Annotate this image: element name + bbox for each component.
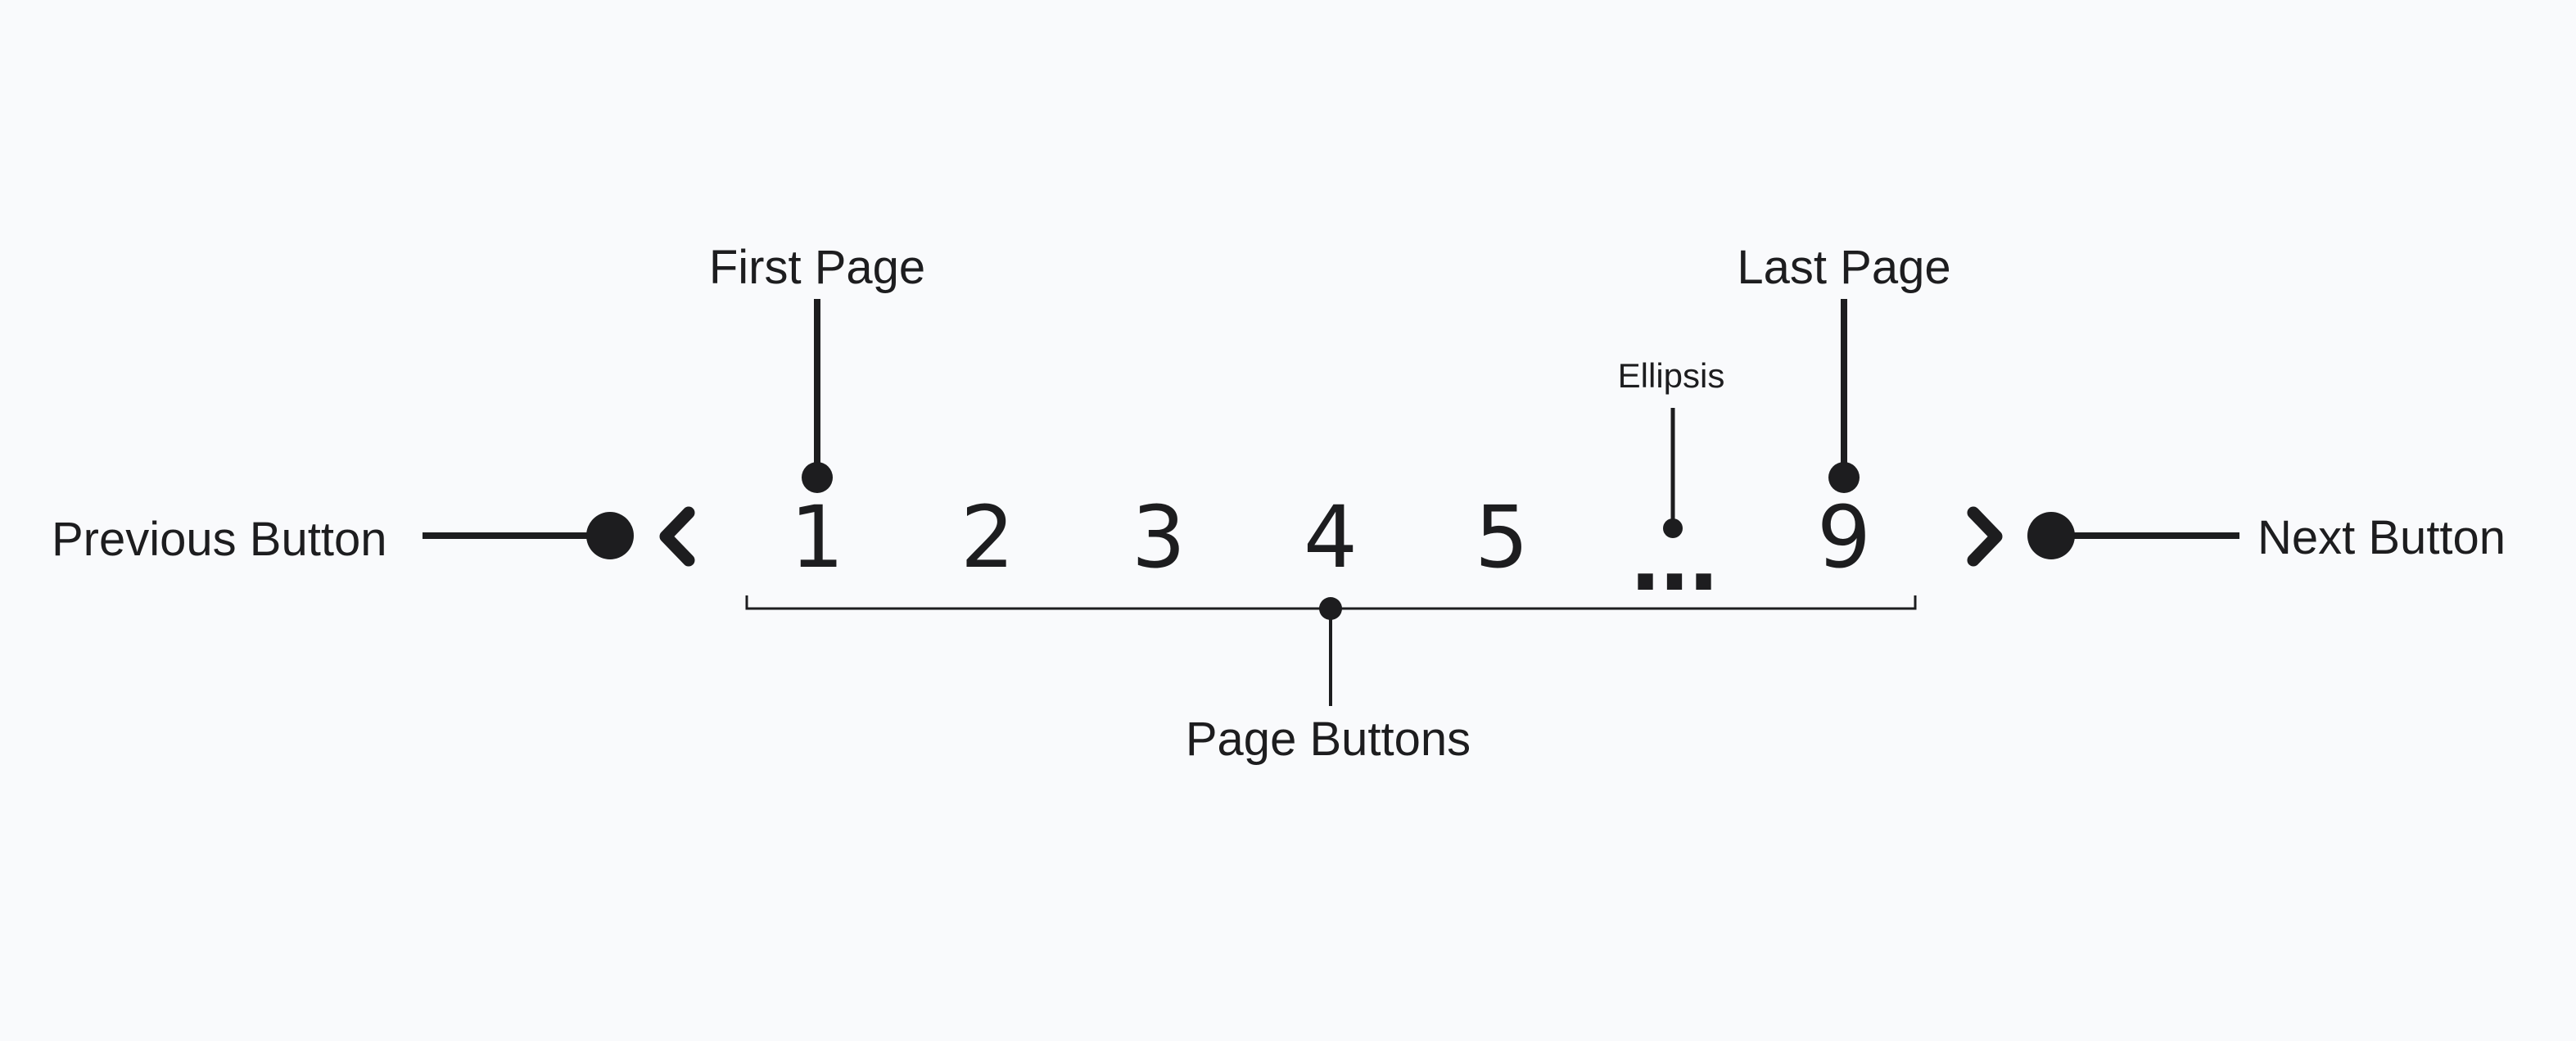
- first-page-callout-dot: [802, 462, 833, 493]
- page-buttons-label: Page Buttons: [1185, 713, 1471, 766]
- next-callout-dot: [2027, 512, 2075, 559]
- page-button[interactable]: 5: [1474, 487, 1530, 587]
- page-button-last[interactable]: 9: [1816, 487, 1872, 587]
- last-page-callout-dot: [1828, 462, 1860, 493]
- previous-callout-dot: [586, 512, 634, 559]
- chevron-left-icon: [659, 506, 695, 567]
- previous-button[interactable]: [653, 501, 702, 572]
- page-button[interactable]: 3: [1131, 487, 1186, 587]
- chevron-right-icon: [1967, 506, 2003, 567]
- last-page-label: Last Page: [1737, 241, 1951, 294]
- first-page-label: First Page: [708, 241, 926, 294]
- ellipsis: ...: [1629, 510, 1720, 610]
- page-button-first[interactable]: 1: [789, 487, 845, 587]
- next-button[interactable]: [1960, 501, 2009, 572]
- previous-button-label: Previous Button: [52, 513, 387, 566]
- next-button-label: Next Button: [2257, 511, 2506, 564]
- page-button[interactable]: 2: [960, 487, 1015, 587]
- ellipsis-label: Ellipsis: [1617, 356, 1725, 395]
- page-button[interactable]: 4: [1303, 487, 1358, 587]
- ellipsis-callout-dot: [1663, 518, 1683, 538]
- page-buttons-callout-dot: [1319, 597, 1342, 620]
